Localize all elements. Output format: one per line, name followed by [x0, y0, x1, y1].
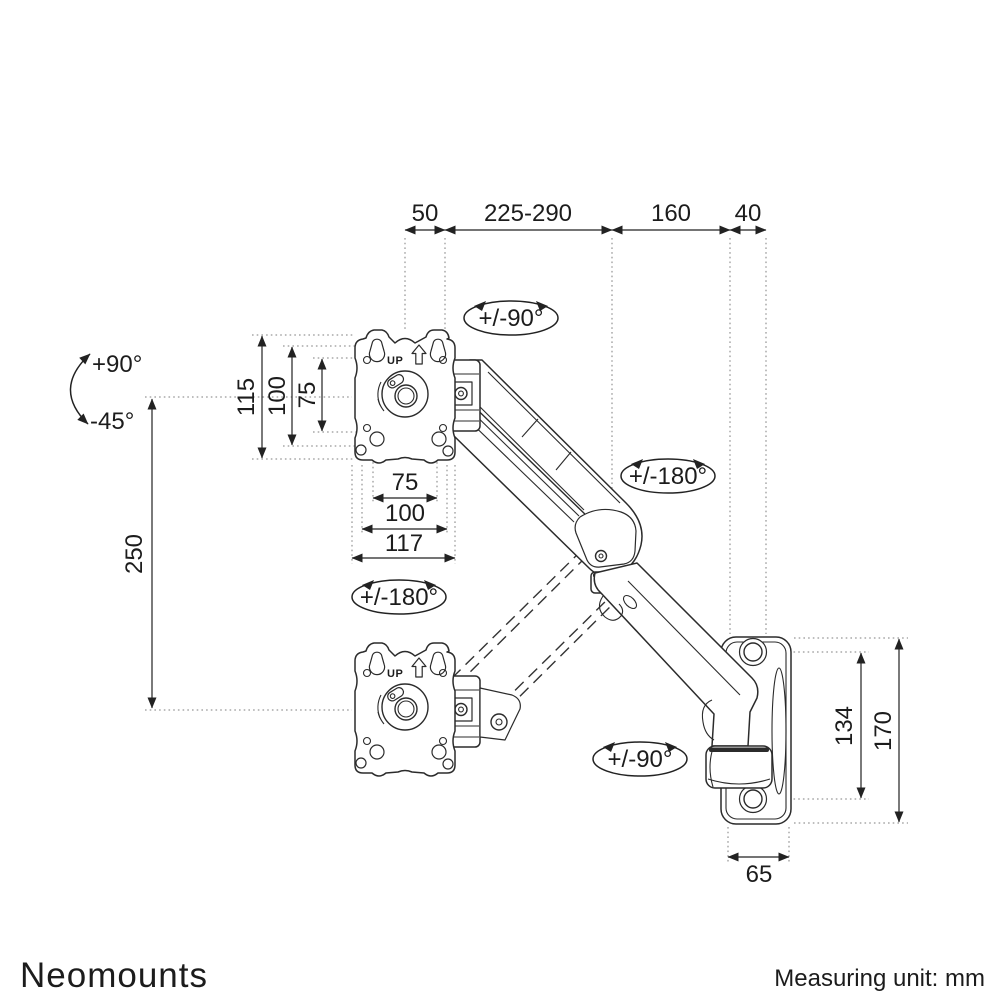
rotation-annotations: +/-90° +/-180° +/-180° +/-90° +90° -45°: [69, 300, 716, 777]
dim-250: 250: [121, 534, 148, 574]
dim-plate-100v: 100: [264, 376, 291, 416]
dim-top-225-290: 225-290: [484, 200, 572, 227]
dim-134: 134: [831, 706, 858, 746]
lower-pivot: [479, 687, 521, 741]
neomounts-logo: Neomounts: [20, 956, 208, 995]
wall-pivot-collar: [705, 745, 773, 789]
angle-head-rotation: +/-180°: [360, 584, 438, 611]
vesa-plate-lower: [354, 642, 456, 777]
vesa-plate-upper: [354, 329, 456, 464]
up-label-upper: UP: [387, 355, 403, 367]
height-dimension: 250: [121, 398, 157, 709]
dim-top-40: 40: [735, 200, 762, 227]
plate-left-dimensions: 115 100 75: [233, 335, 327, 459]
up-label-lower: UP: [387, 668, 403, 680]
measuring-unit-note: Measuring unit: mm: [774, 965, 985, 992]
angle-tilt-down: -45°: [90, 408, 134, 435]
dim-65: 65: [746, 861, 773, 888]
dim-170: 170: [870, 711, 897, 751]
angle-elbow-rotation: +/-180°: [629, 463, 707, 490]
dim-plate-75v: 75: [294, 382, 321, 409]
dim-plate-115: 115: [233, 378, 260, 416]
angle-head-swivel: +/-90°: [479, 305, 544, 332]
wall-dimensions: 134 170 65: [727, 638, 904, 888]
dim-top-50: 50: [412, 200, 439, 227]
top-dimensions: 50 225-290 160 40: [404, 200, 767, 235]
plate-bottom-dimensions: 75 100 117: [351, 469, 456, 563]
dim-plate-75h: 75: [392, 469, 419, 496]
angle-wall-swivel: +/-90°: [608, 746, 673, 773]
angle-tilt-up: +90°: [92, 351, 142, 378]
dim-plate-117: 117: [385, 530, 423, 557]
dim-top-160: 160: [651, 200, 691, 227]
dim-plate-100h: 100: [385, 500, 425, 527]
